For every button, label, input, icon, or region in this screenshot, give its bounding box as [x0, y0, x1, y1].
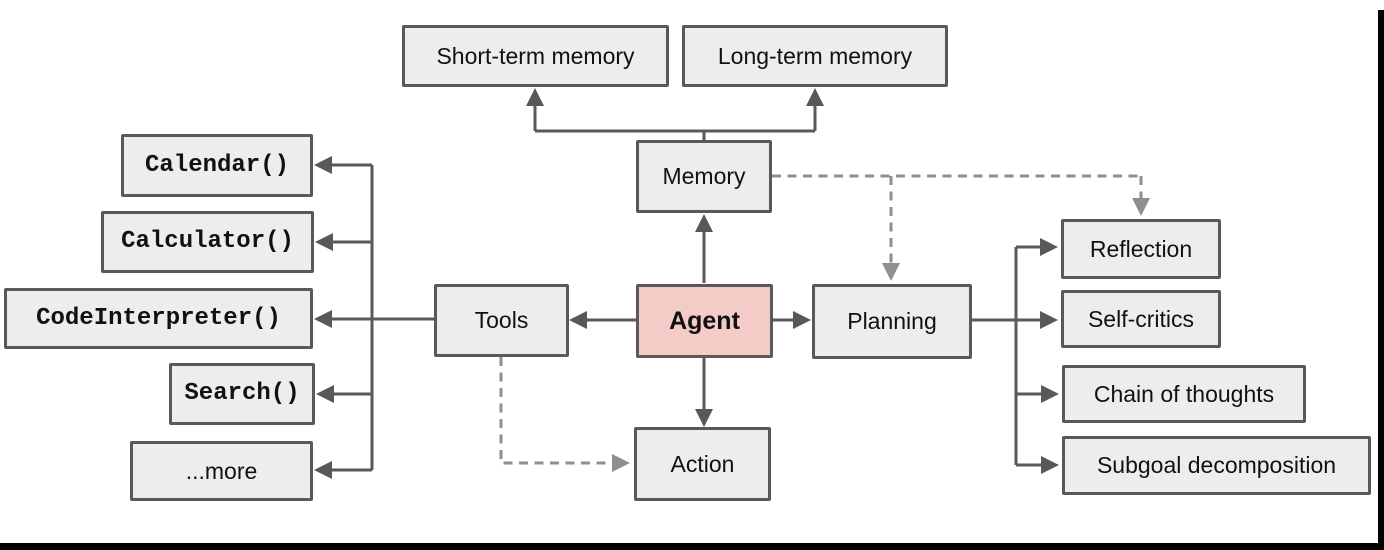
node-label: Memory [662, 163, 746, 189]
node-label: Long-term memory [717, 42, 913, 69]
node-label: CodeInterpreter() [36, 304, 281, 332]
node-chain-of-thoughts: Chain of thoughts [1062, 365, 1306, 423]
node-planning: Planning [812, 284, 972, 359]
right-frame-bar [1378, 10, 1384, 550]
node-label: Tools [474, 307, 529, 333]
bottom-frame-bar [0, 543, 1384, 550]
node-label: Self-critics [1087, 305, 1195, 332]
node-reflection: Reflection [1061, 219, 1221, 279]
node-label: Search() [184, 380, 300, 407]
node-calendar: Calendar() [121, 134, 313, 197]
node-label: Action [670, 450, 735, 477]
node-long-term-memory: Long-term memory [682, 25, 948, 87]
node-label: Planning [847, 308, 937, 334]
node-action: Action [634, 427, 771, 501]
node-label: Short-term memory [436, 42, 635, 69]
edge-tools-action-dashed [499, 357, 630, 472]
node-code-interpreter: CodeInterpreter() [4, 288, 313, 349]
node-label: Calendar() [144, 151, 290, 179]
node-label: Reflection [1089, 235, 1193, 262]
node-more: ...more [130, 441, 313, 501]
node-short-term-memory: Short-term memory [402, 25, 669, 87]
node-label: Agent [669, 306, 740, 335]
node-tools: Tools [434, 284, 569, 357]
node-label: Calculator() [121, 228, 294, 255]
node-label: Chain of thoughts [1093, 380, 1275, 407]
node-search: Search() [169, 363, 315, 425]
node-subgoal-decomposition: Subgoal decomposition [1062, 436, 1371, 495]
node-memory: Memory [636, 140, 772, 213]
node-calculator: Calculator() [101, 211, 314, 273]
node-label: Subgoal decomposition [1096, 452, 1337, 478]
node-agent: Agent [636, 284, 773, 358]
node-self-critics: Self-critics [1061, 290, 1221, 348]
node-label: ...more [185, 457, 258, 484]
